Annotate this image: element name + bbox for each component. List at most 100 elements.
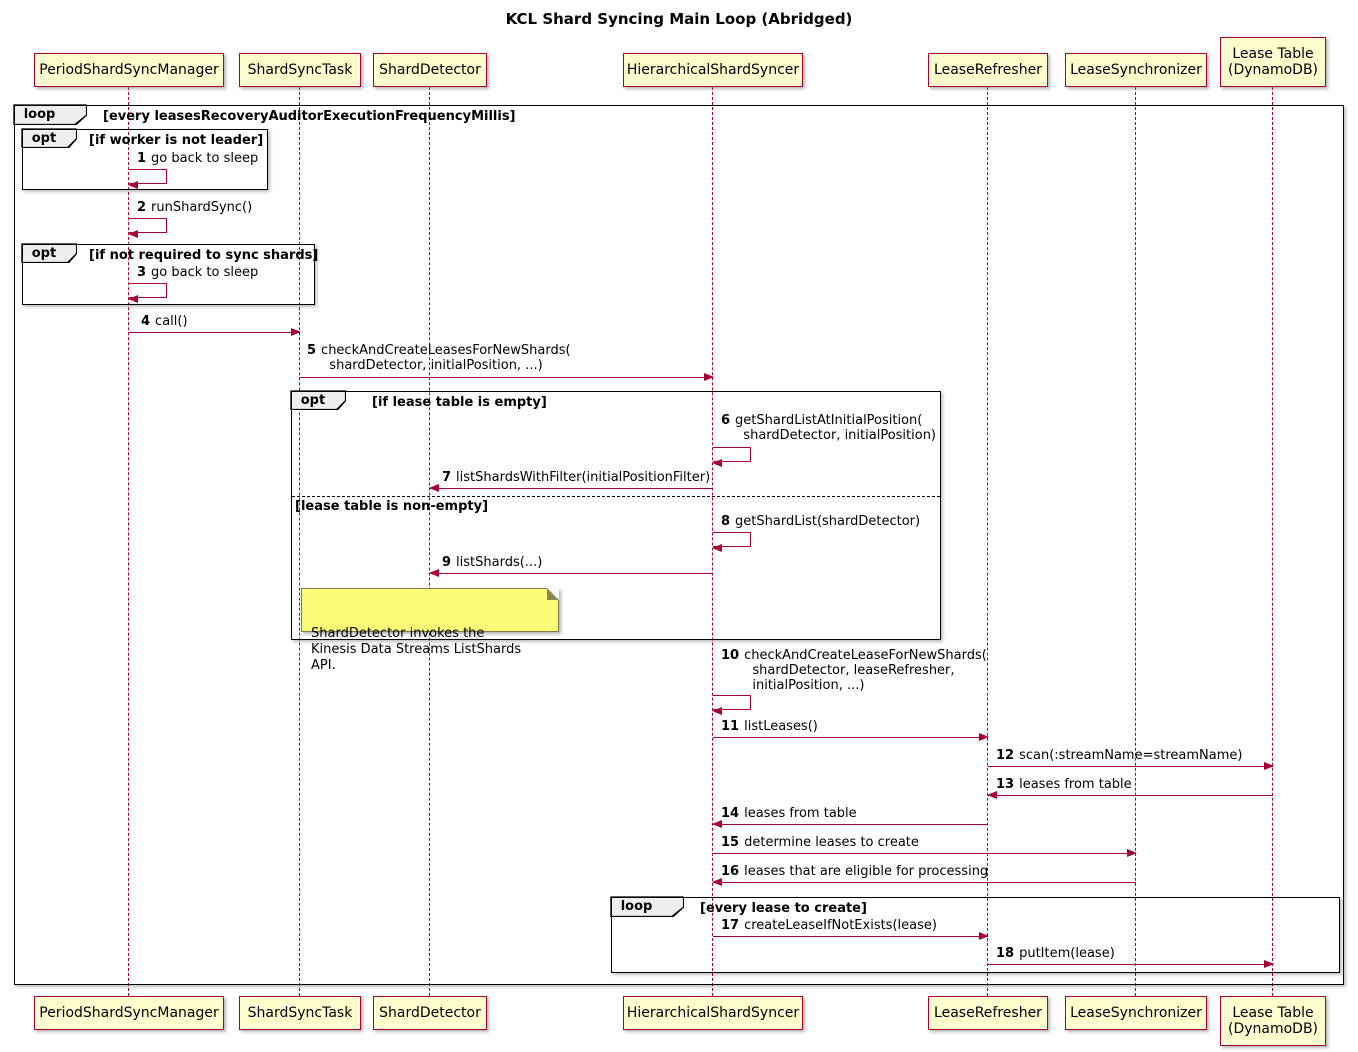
- message-text: getShardList(shardDetector): [735, 514, 921, 529]
- frame-tab: opt: [21, 243, 78, 264]
- message-arrow: [712, 878, 1136, 886]
- self-message-arrow: [712, 447, 751, 467]
- else-condition: [lease table is non-empty]: [295, 499, 489, 514]
- participant-periodshardsyncmanager-bottom: PeriodShardSyncManager: [34, 996, 224, 1030]
- arrowhead-icon: [429, 484, 439, 492]
- frame-condition: [if not required to sync shards]: [89, 248, 319, 263]
- inner-loop-frame: loop [every lease to create]: [610, 896, 1340, 973]
- participant-leaserefresher-top: LeaseRefresher: [928, 53, 1048, 87]
- arrowhead-icon: [128, 294, 138, 303]
- frame-condition: [if worker is not leader]: [89, 133, 264, 148]
- participant-leasesynchronizer-bottom: LeaseSynchronizer: [1065, 996, 1207, 1030]
- message-text: checkAndCreateLeasesForNewShards( shardD…: [321, 343, 571, 373]
- message-text: go back to sleep: [151, 265, 259, 280]
- message-arrow: [713, 932, 989, 940]
- message-text: createLeaseIfNotExists(lease): [744, 918, 937, 933]
- participant-leasetable-top: Lease Table (DynamoDB): [1220, 37, 1326, 87]
- arrowhead-icon: [128, 229, 138, 238]
- note-text: ShardDetector invokes the Kinesis Data S…: [311, 626, 522, 673]
- message-arrow: [129, 328, 301, 336]
- message-text: leases from table: [1019, 777, 1132, 792]
- message-number: 11: [721, 719, 740, 734]
- message-arrow: [713, 733, 989, 741]
- message-arrow: [988, 960, 1274, 968]
- message-number: 6: [721, 413, 731, 428]
- message-text: listLeases(): [744, 719, 818, 734]
- message-text: putItem(lease): [1019, 946, 1115, 961]
- message-number: 2: [137, 200, 147, 215]
- message-number: 16: [721, 864, 740, 879]
- participant-leasetable-bottom: Lease Table (DynamoDB): [1220, 996, 1326, 1046]
- frame-keyword: opt: [31, 130, 57, 146]
- message-number: 15: [721, 835, 740, 850]
- participant-sharddetector-top: ShardDetector: [373, 53, 487, 87]
- arrowhead-icon: [128, 180, 138, 189]
- message-text: leases from table: [744, 806, 857, 821]
- message-number: 17: [721, 918, 740, 933]
- message-text: listShardsWithFilter(initialPositionFilt…: [456, 470, 711, 485]
- self-message-arrow: [712, 532, 751, 552]
- arrowhead-icon: [1264, 762, 1274, 770]
- frame-tab: loop: [13, 104, 88, 126]
- lifeline-leasetable: [1272, 87, 1273, 996]
- outer-loop-frame: loop [every leasesRecoveryAuditorExecuti…: [13, 104, 1344, 985]
- opt-sync-frame: opt [if not required to sync shards]: [21, 243, 319, 305]
- message-text: runShardSync(): [151, 200, 253, 215]
- lifeline-leaserefresher: [987, 87, 988, 996]
- participant-leaserefresher-bottom: LeaseRefresher: [928, 996, 1048, 1030]
- message-number: 12: [996, 748, 1015, 763]
- message-number: 8: [721, 514, 731, 529]
- message-arrow: [713, 849, 1137, 857]
- message-number: 14: [721, 806, 740, 821]
- frame-tab: opt: [290, 390, 347, 411]
- participant-periodshardsyncmanager-top: PeriodShardSyncManager: [34, 53, 224, 87]
- self-message-arrow: [712, 695, 751, 715]
- arrowhead-icon: [712, 706, 722, 715]
- lifeline-shardsynctask: [299, 87, 300, 996]
- message-number: 18: [996, 946, 1015, 961]
- message-number: 4: [141, 314, 151, 329]
- arrowhead-icon: [979, 932, 989, 940]
- note: ShardDetector invokes the Kinesis Data S…: [301, 588, 559, 673]
- arrowhead-icon: [704, 373, 714, 381]
- self-message-arrow: [128, 283, 167, 303]
- opt-lease-frame: opt [if lease table is empty] [lease tab…: [290, 390, 941, 640]
- arrowhead-icon: [291, 328, 301, 336]
- arrowhead-icon: [712, 878, 722, 886]
- message-number: 1: [137, 151, 147, 166]
- message-text: scan(:streamName=streamName): [1019, 748, 1243, 763]
- arrowhead-icon: [987, 791, 997, 799]
- message-number: 13: [996, 777, 1015, 792]
- message-text: getShardListAtInitialPosition( shardDete…: [735, 413, 937, 443]
- note-fold-icon: [547, 588, 559, 600]
- self-message-arrow: [128, 169, 167, 189]
- message-text: go back to sleep: [151, 151, 259, 166]
- frame-condition: [if lease table is empty]: [372, 395, 547, 410]
- participant-hierarchicalshardsyncer-bottom: HierarchicalShardSyncer: [623, 996, 803, 1030]
- arrowhead-icon: [712, 820, 722, 828]
- arrowhead-icon: [979, 733, 989, 741]
- message-arrow: [987, 791, 1273, 799]
- message-number: 10: [721, 648, 740, 663]
- participant-shardsynctask-top: ShardSyncTask: [239, 53, 361, 87]
- message-number: 5: [307, 343, 317, 358]
- participant-leasesynchronizer-top: LeaseSynchronizer: [1065, 53, 1207, 87]
- participant-shardsynctask-bottom: ShardSyncTask: [239, 996, 361, 1030]
- message-text: determine leases to create: [744, 835, 919, 850]
- message-number: 9: [442, 555, 452, 570]
- lifeline-periodshardsyncmanager: [128, 87, 129, 996]
- arrowhead-icon: [1127, 849, 1137, 857]
- message-number: 3: [137, 265, 147, 280]
- else-divider: [292, 496, 940, 497]
- participant-hierarchicalshardsyncer-top: HierarchicalShardSyncer: [623, 53, 803, 87]
- lifeline-sharddetector: [429, 87, 430, 996]
- message-text: listShards(...): [456, 555, 543, 570]
- arrowhead-icon: [712, 458, 722, 467]
- frame-keyword: loop: [23, 107, 56, 123]
- message-number: 7: [442, 470, 452, 485]
- frame-condition: [every leasesRecoveryAuditorExecutionFre…: [103, 109, 516, 124]
- message-arrow: [429, 569, 713, 577]
- arrowhead-icon: [429, 569, 439, 577]
- lifeline-hierarchicalshardsyncer: [712, 87, 713, 996]
